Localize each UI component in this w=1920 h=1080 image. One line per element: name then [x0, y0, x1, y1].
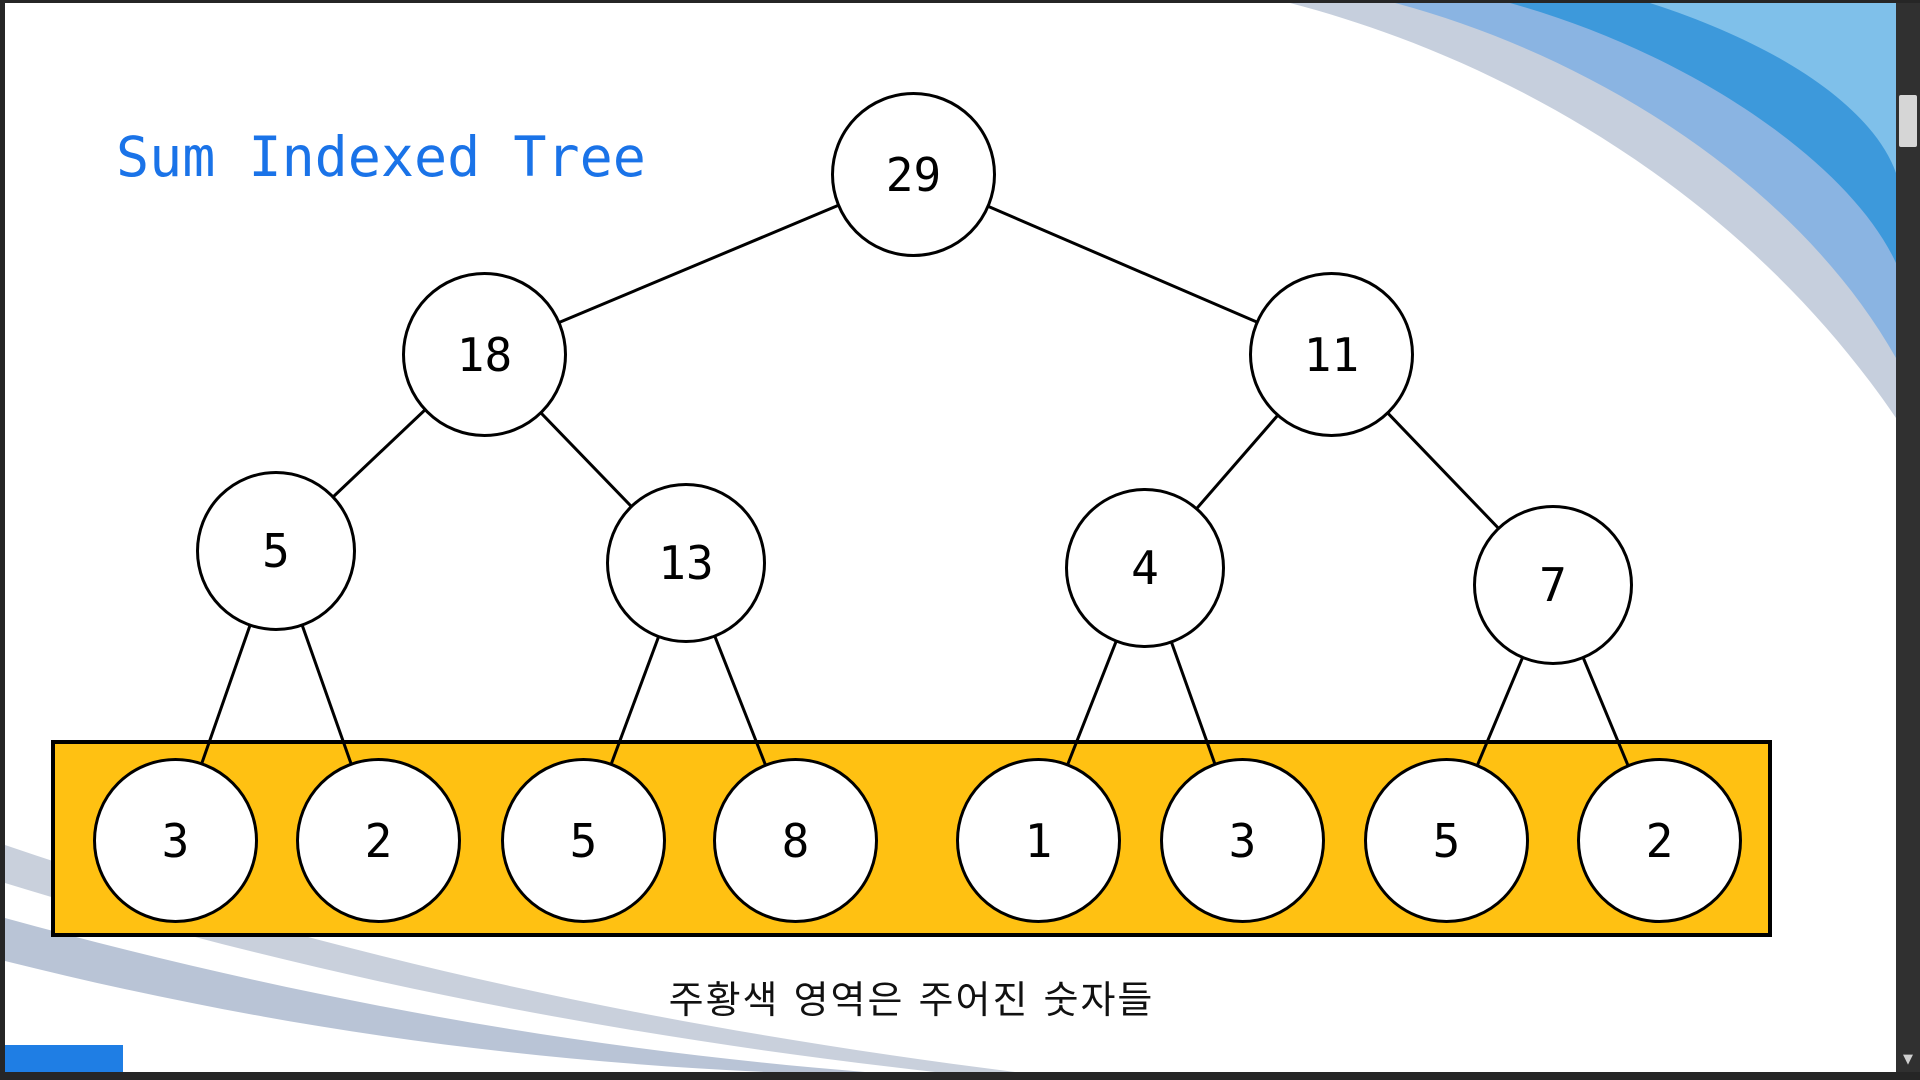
slide-caption: 주황색 영역은 주어진 숫자들: [668, 978, 1155, 1022]
tree-node-root: 29: [831, 92, 996, 257]
tree-leaf-node: 5: [1364, 758, 1529, 923]
tree-leaf-node: 8: [713, 758, 878, 923]
scrollbar[interactable]: ▼: [1896, 3, 1920, 1072]
tree-node: 4: [1065, 488, 1225, 648]
tree-node: 18: [402, 272, 567, 437]
tree-leaf-node: 3: [1160, 758, 1325, 923]
scrollbar-thumb[interactable]: [1899, 95, 1917, 147]
slide-title: Sum Indexed Tree: [116, 125, 646, 189]
tree-leaf-node: 1: [956, 758, 1121, 923]
scrollbar-down-arrow-icon[interactable]: ▼: [1903, 1052, 1913, 1067]
tree-node: 7: [1473, 505, 1633, 665]
tree-leaf-node: 5: [501, 758, 666, 923]
tree-node: 5: [196, 471, 356, 631]
tree-leaf-node: 2: [296, 758, 461, 923]
tree-leaf-node: 3: [93, 758, 258, 923]
tree-node: 13: [606, 483, 766, 643]
slide-canvas: Sum Indexed Tree 29 18 11 5 13 4 7 3 2 5…: [5, 3, 1896, 1072]
tree-node: 11: [1249, 272, 1414, 437]
tree-leaf-node: 2: [1577, 758, 1742, 923]
